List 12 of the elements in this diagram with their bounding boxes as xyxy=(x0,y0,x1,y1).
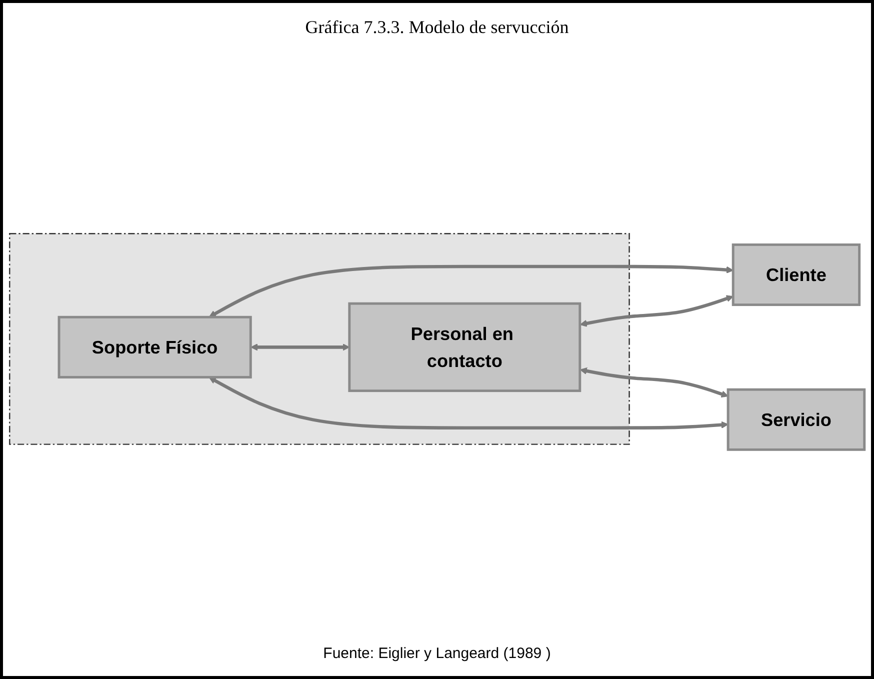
source-caption: Fuente: Eiglier y Langeard (1989 ) xyxy=(323,645,551,662)
arrow xyxy=(580,294,734,327)
cluster xyxy=(9,232,630,445)
arrow xyxy=(208,376,728,430)
arrow xyxy=(208,264,734,318)
arrow xyxy=(250,343,350,351)
arrow xyxy=(580,367,728,398)
node-box: Personal en contacto xyxy=(348,302,582,392)
node-box: Cliente xyxy=(732,243,861,306)
diagram-title: Gráfica 7.3.3. Modelo de servucción xyxy=(305,17,569,38)
node-box: Servicio xyxy=(726,388,866,451)
node-box: Soporte Físico xyxy=(58,316,252,378)
